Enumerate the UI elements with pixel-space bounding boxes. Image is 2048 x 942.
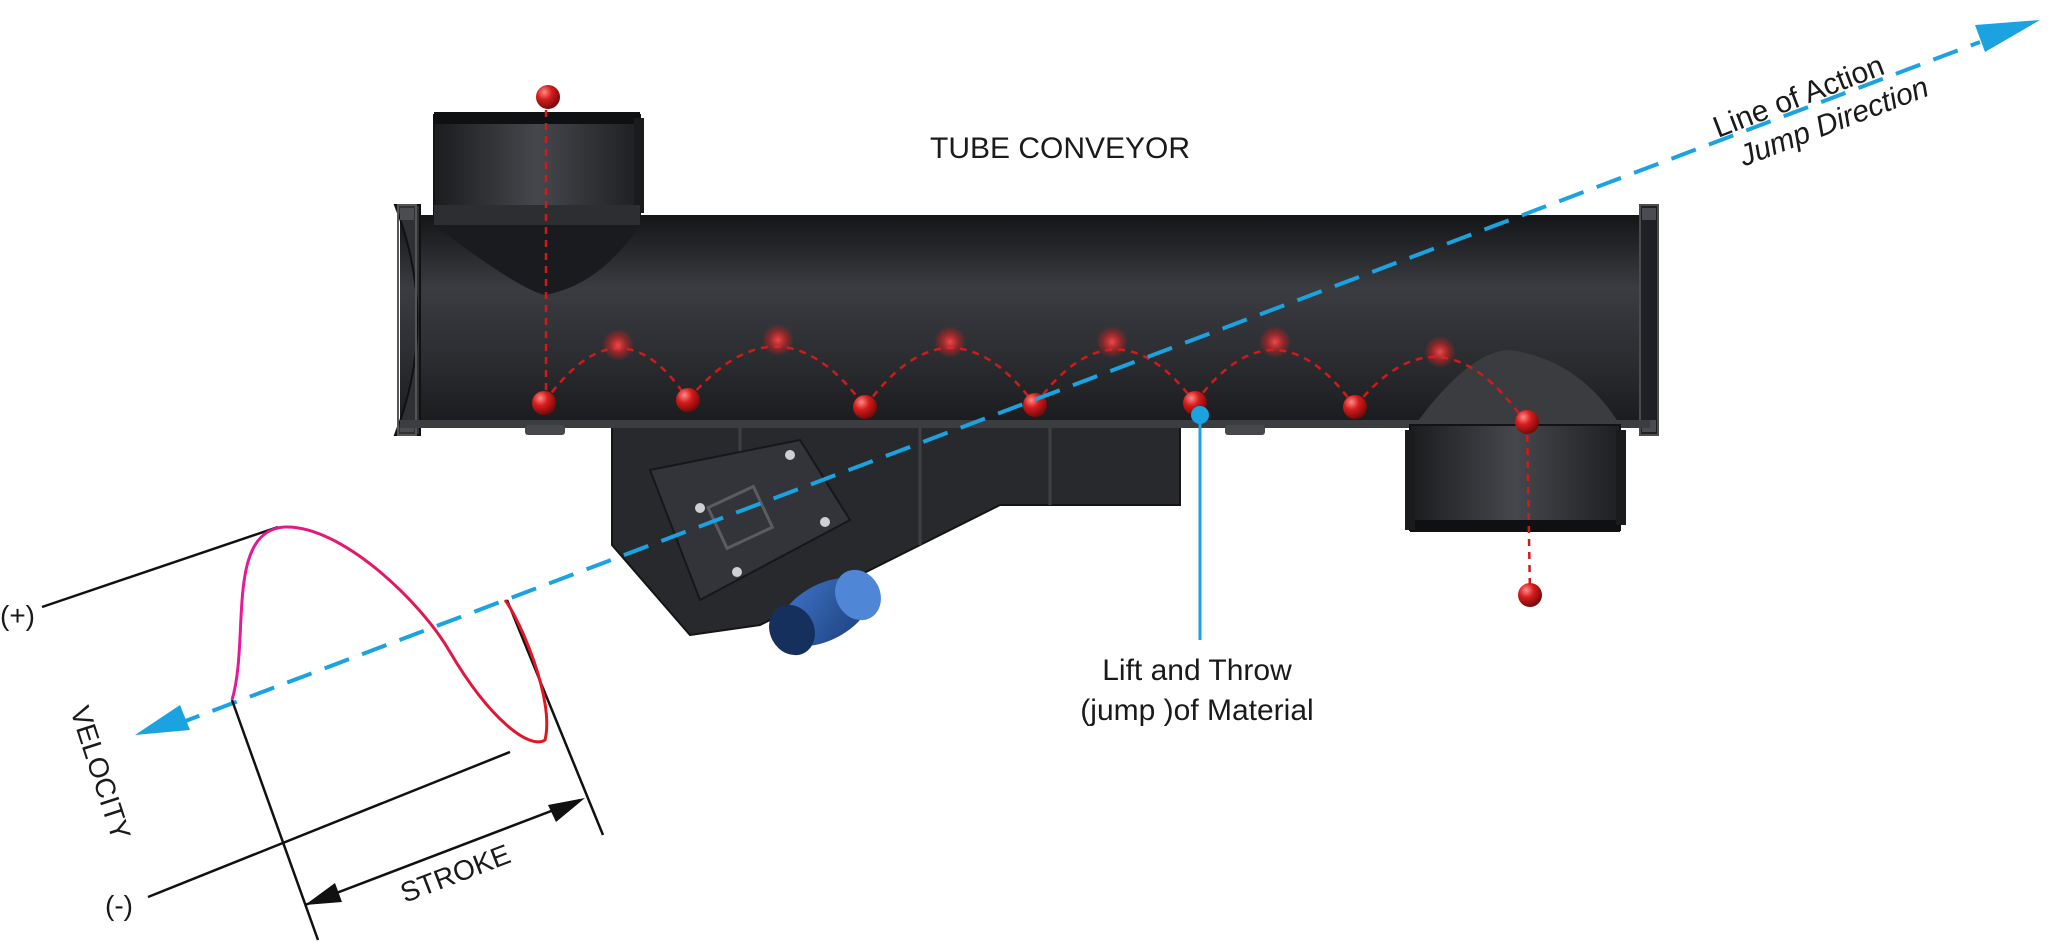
- red-sphere-icon: [1343, 395, 1367, 419]
- plate-square: [706, 484, 775, 551]
- material-balls: [532, 85, 1542, 607]
- diagram-title: TUBE CONVEYOR: [930, 132, 1190, 165]
- arrowhead-icon: [305, 883, 342, 905]
- material-glow-points: [602, 324, 1456, 368]
- red-sphere-icon: [1518, 583, 1542, 607]
- lift-throw-label-line1: Lift and Throw: [1102, 654, 1292, 687]
- red-sphere-icon: [853, 395, 877, 419]
- line-of-action: [135, 20, 2040, 735]
- velocity-graph: [41, 525, 605, 941]
- arrowhead-icon: [1975, 20, 2040, 52]
- velocity-axis-label: VELOCITY: [64, 702, 136, 844]
- lift-throw-label-line2: (jump )of Material: [1080, 694, 1313, 727]
- plus-label: (+): [0, 600, 35, 631]
- mounting-plate: [648, 438, 852, 602]
- red-sphere-icon: [532, 391, 556, 415]
- line-of-action-label: Line of Action Jump Direction: [1709, 49, 1934, 173]
- minus-label: (-): [105, 890, 133, 921]
- outlet-chute: [1409, 424, 1621, 531]
- arrowhead-icon: [135, 705, 190, 735]
- red-sphere-icon: [676, 388, 700, 412]
- arrowhead-icon: [548, 798, 585, 822]
- red-sphere-icon: [536, 85, 560, 109]
- velocity-curve: [230, 525, 549, 744]
- vibratory-motor: [769, 569, 881, 656]
- conveyor-body: [393, 112, 1659, 656]
- red-sphere-icon: [1515, 410, 1539, 434]
